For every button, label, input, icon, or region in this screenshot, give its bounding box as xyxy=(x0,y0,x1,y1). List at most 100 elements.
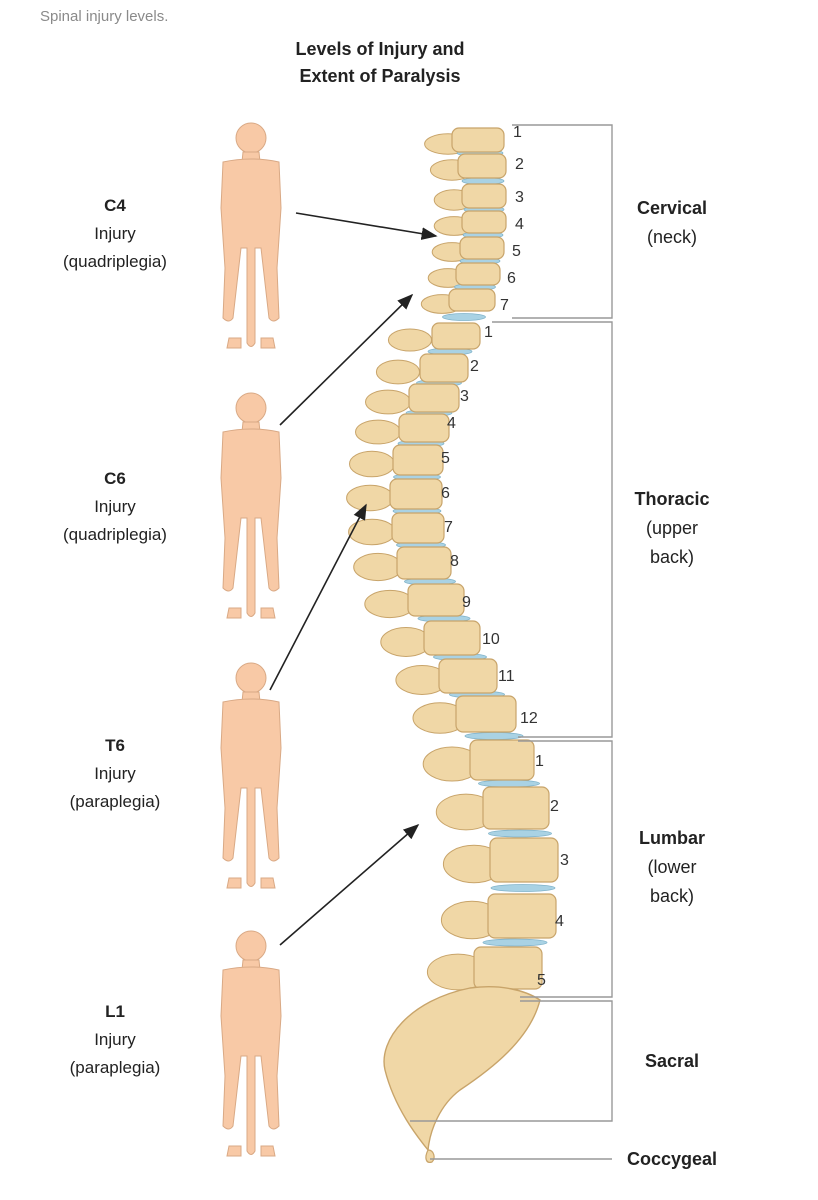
vertebra-l1 xyxy=(469,739,535,781)
vertebra-number-c4: 4 xyxy=(515,216,524,233)
vertebra-number-t5: 5 xyxy=(441,450,450,467)
vertebra-number-c7: 7 xyxy=(500,297,509,314)
vertebra-t6 xyxy=(389,478,443,510)
injury-type: (paraplegia) xyxy=(69,792,161,811)
region-description: (lower xyxy=(647,857,697,877)
arrow-t6 xyxy=(269,503,367,691)
vertebra-number-c1: 1 xyxy=(513,124,522,141)
vertebra-c4 xyxy=(461,210,507,234)
vertebra-number-t1: 1 xyxy=(484,324,493,341)
title-line-2: Extent of Paralysis xyxy=(299,66,461,86)
vertebra-number-l4: 4 xyxy=(555,913,564,930)
vertebra-number-t9: 9 xyxy=(462,594,471,611)
injury-code: T6 xyxy=(105,736,125,755)
title-line-1: Levels of Injury and xyxy=(295,39,465,59)
vertebra-c7 xyxy=(448,288,496,312)
vertebra-number-t4: 4 xyxy=(447,415,456,432)
body-figure-t6 xyxy=(220,662,282,889)
region-label-sacral: Sacral xyxy=(572,1047,772,1076)
intervertebral-disc xyxy=(482,938,548,947)
sacrum xyxy=(383,986,541,1152)
intervertebral-disc xyxy=(478,779,540,788)
vertebra-number-l2: 2 xyxy=(550,798,559,815)
injury-label-c6: C6 Injury (quadriplegia) xyxy=(20,465,210,549)
arrow-c4 xyxy=(295,212,438,240)
vertebra-c6 xyxy=(455,262,501,286)
bracket-sacral xyxy=(410,1000,613,1122)
vertebra-t10 xyxy=(423,620,481,656)
vertebra-number-c3: 3 xyxy=(515,189,524,206)
intervertebral-disc xyxy=(464,732,524,740)
vertebra-c2 xyxy=(457,153,507,179)
vertebra-number-l3: 3 xyxy=(560,852,569,869)
bracket-lumbar xyxy=(518,740,613,998)
region-name: Sacral xyxy=(644,1051,700,1071)
vertebra-number-c6: 6 xyxy=(507,270,516,287)
injury-code: L1 xyxy=(105,1002,125,1021)
region-name: Coccygeal xyxy=(626,1149,718,1169)
spinous-process-t2 xyxy=(375,359,421,385)
spinous-process-t5 xyxy=(349,450,395,478)
injury-type: (quadriplegia) xyxy=(63,252,167,271)
region-name: Thoracic xyxy=(634,489,710,509)
region-name: Cervical xyxy=(636,198,708,218)
vertebra-number-t8: 8 xyxy=(450,553,459,570)
injury-word: Injury xyxy=(94,1030,136,1049)
region-description: (neck) xyxy=(646,227,697,247)
body-figure-l1 xyxy=(220,930,282,1157)
body-figure-c6 xyxy=(220,392,282,619)
region-label-thoracic: Thoracic (upper back) xyxy=(572,485,772,572)
vertebra-l5 xyxy=(473,946,543,990)
intervertebral-disc xyxy=(490,884,556,892)
vertebra-t12 xyxy=(455,695,517,733)
injury-word: Injury xyxy=(94,764,136,783)
vertebra-number-t2: 2 xyxy=(470,358,479,375)
region-label-cervical: Cervical (neck) xyxy=(572,194,772,252)
vertebra-l4 xyxy=(487,893,557,939)
intervertebral-disc xyxy=(488,829,552,838)
bracket-cervical xyxy=(512,124,613,319)
vertebra-t1 xyxy=(431,322,481,350)
spinous-process-t1 xyxy=(387,328,433,352)
arrow-c6 xyxy=(279,293,414,426)
injury-code: C4 xyxy=(104,196,126,215)
vertebra-c1 xyxy=(451,127,505,153)
vertebra-t3 xyxy=(408,383,460,413)
figure-caption: Spinal injury levels. xyxy=(40,8,169,25)
vertebra-number-c5: 5 xyxy=(512,243,521,260)
region-brackets xyxy=(410,124,613,1160)
region-label-coccygeal: Coccygeal xyxy=(572,1145,772,1174)
vertebra-number-t11: 11 xyxy=(498,668,515,685)
region-description: back) xyxy=(649,547,694,567)
vertebra-l3 xyxy=(489,837,559,883)
vertebra-t4 xyxy=(398,413,450,443)
vertebra-number-l1: 1 xyxy=(535,753,544,770)
vertebra-c3 xyxy=(461,183,507,209)
bracket-thoracic xyxy=(492,321,613,738)
coccyx xyxy=(425,1149,435,1163)
vertebra-number-t6: 6 xyxy=(441,485,450,502)
vertebra-number-t3: 3 xyxy=(460,388,469,405)
vertebra-l2 xyxy=(482,786,550,830)
vertebra-c5 xyxy=(459,236,505,260)
spinal-column xyxy=(346,127,559,1163)
region-description: (upper xyxy=(645,518,699,538)
vertebra-t9 xyxy=(407,583,465,617)
injury-type: (paraplegia) xyxy=(69,1058,161,1077)
spinous-process-t7 xyxy=(348,518,396,546)
spinous-process-t4 xyxy=(355,419,401,445)
body-figure-c4 xyxy=(220,122,282,349)
injury-word: Injury xyxy=(94,224,136,243)
vertebra-t7 xyxy=(391,512,445,544)
spinous-process-t8 xyxy=(353,552,403,582)
injury-label-l1: L1 Injury (paraplegia) xyxy=(20,998,210,1082)
region-description: back) xyxy=(649,886,694,906)
vertebra-number-l5: 5 xyxy=(537,972,546,989)
injury-type: (quadriplegia) xyxy=(63,525,167,544)
intervertebral-disc xyxy=(442,313,486,321)
arrow-l1 xyxy=(279,823,420,946)
injury-word: Injury xyxy=(94,497,136,516)
vertebra-t5 xyxy=(392,444,444,476)
vertebra-number-t10: 10 xyxy=(482,631,500,648)
